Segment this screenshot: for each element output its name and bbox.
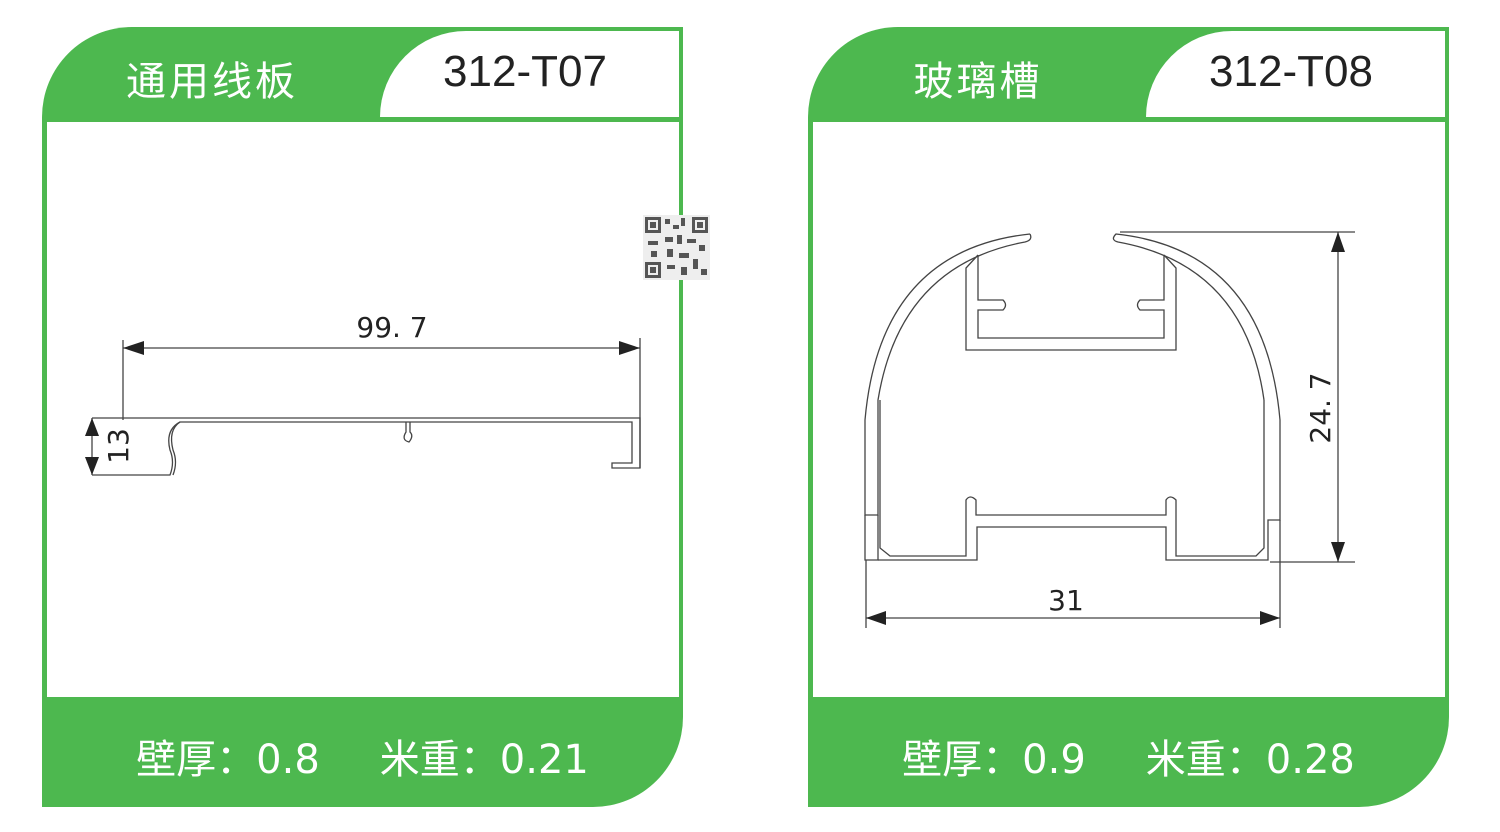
width-dimension: 31 [1048,584,1084,617]
drawing-panel [813,122,1445,697]
drawing-panel [47,122,679,697]
code-tab [1146,31,1445,117]
product-code: 312-T07 [443,47,607,96]
product-name: 玻璃槽 [913,59,1043,105]
width-dimension: 99. 7 [356,311,427,344]
profile-drawing: 99. 7 13 [85,311,641,476]
weight-label: 米重： [379,737,500,783]
product-name: 通用线板 [126,59,298,105]
wall-thickness-value: 0.9 [1022,737,1086,783]
weight-value: 0.21 [499,737,589,783]
profile-drawing: 31 24. 7 [864,231,1355,628]
height-dimension: 13 [102,428,135,464]
wall-thickness-label: 壁厚： [902,737,1023,783]
code-tab [380,31,679,117]
product-card-312-T07: 通用线板 312-T07 99. 7 13 壁厚：0.8 米重：0.21 [42,27,683,807]
wall-thickness-label: 壁厚： [136,737,257,783]
qr-code-icon [643,215,710,280]
product-card-312-T08: 玻璃槽 312-T08 31 24. 7 壁厚：0.9 米重：0.28 [808,27,1449,807]
wall-thickness-value: 0.8 [256,737,320,783]
weight-value: 0.28 [1265,737,1355,783]
product-code: 312-T08 [1209,47,1373,96]
weight-label: 米重： [1145,737,1266,783]
height-dimension: 24. 7 [1304,372,1337,443]
spec-footer: 壁厚：0.8 米重：0.21 [42,727,683,785]
spec-footer: 壁厚：0.9 米重：0.28 [808,727,1449,785]
